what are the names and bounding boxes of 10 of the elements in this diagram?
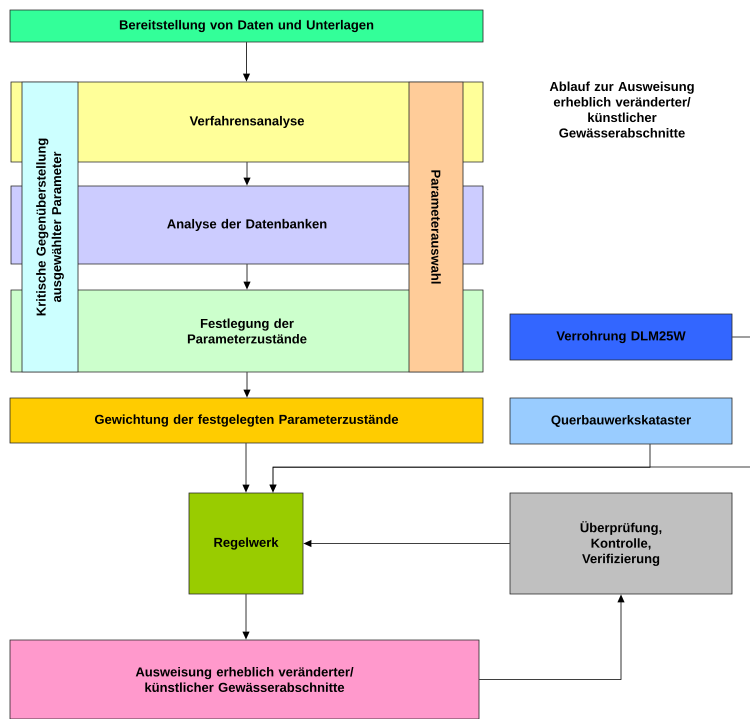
process-box: Regelwerk	[188, 492, 304, 594]
process-box: Überprüfung, Kontrolle, Verifizierung	[510, 492, 732, 594]
process-box: Verrohrung DLM25W	[510, 314, 732, 360]
heading-text: Ablauf zur Ausweisung erheblich veränderter/ künstlicher Gewässerabschnitte	[550, 82, 694, 138]
vertical-box: Kritische Gegenüberstellung ausgewählter Parameter	[22, 82, 78, 372]
process-box: Gewichtung der festgelegten Parameterzustände	[10, 398, 484, 444]
process-box: Ausweisung erheblich veränderter/ künstlicher Gewässerabschnitte	[10, 640, 480, 719]
process-box: Bereitstellung von Daten und Unterlagen	[10, 10, 484, 42]
vertical-box: Parameterauswahl	[408, 82, 464, 372]
process-box: Querbauwerkskataster	[510, 398, 732, 444]
